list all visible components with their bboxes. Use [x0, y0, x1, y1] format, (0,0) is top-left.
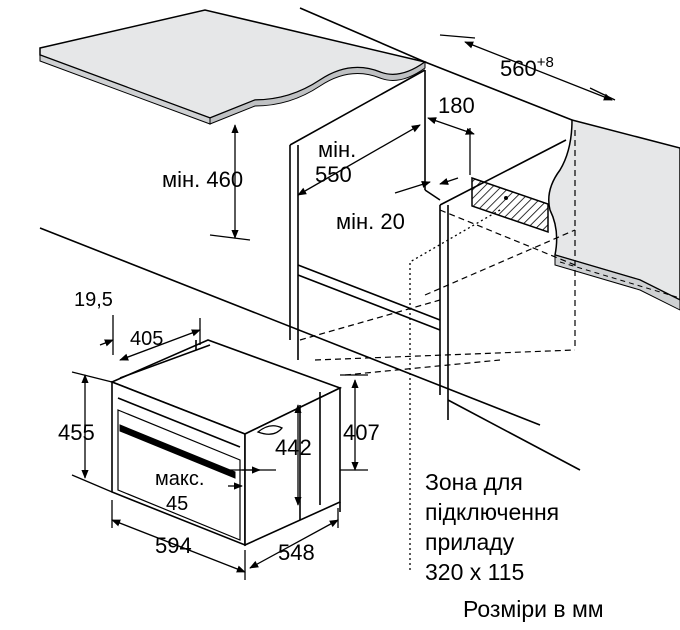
appliance-total-height-label: 455 — [58, 420, 95, 445]
connection-zone-line4: 320 x 115 — [425, 559, 524, 585]
right-worktop — [548, 119, 680, 311]
left-worktop — [39, 9, 427, 125]
front-gap-label: мін. 20 — [336, 209, 405, 234]
front-panel-offset-label: 19,5 — [74, 289, 113, 311]
appliance-body-height-label: 442 — [275, 435, 312, 460]
appliance — [109, 339, 343, 547]
appliance-depth-label: 548 — [278, 540, 315, 565]
hidden-lines — [299, 130, 576, 376]
dimension-labels: 560+8 180 мін. 460 мін. 550 мін. 20 19,5… — [58, 54, 554, 565]
worktop-depth-tolerance: +8 — [537, 54, 554, 71]
door-gap-label: макс. — [155, 468, 204, 490]
niche-height-label: мін. 460 — [162, 167, 243, 192]
connection-zone-caption: Зона для підключення приладу 320 x 115 — [425, 469, 559, 585]
worktop-depth-label: 560+8 — [500, 54, 554, 81]
appliance-width-label: 594 — [155, 533, 192, 558]
worktop-depth-value: 560 — [500, 56, 537, 81]
units-note: Розміри в мм — [463, 596, 604, 622]
appliance-side-height-label: 407 — [343, 420, 380, 445]
connection-zone-line2: підключення — [425, 499, 559, 525]
dimension-lines — [71, 34, 616, 580]
front-frame-depth-label: 405 — [130, 328, 163, 350]
connection-zone-line1: Зона для — [425, 469, 523, 495]
rear-gap-label: 180 — [438, 93, 475, 118]
niche-depth-value: 550 — [315, 162, 352, 187]
niche-depth-label: мін. — [318, 137, 356, 162]
connection-zone-box — [471, 176, 549, 234]
door-gap-value: 45 — [166, 493, 188, 515]
connection-zone-line3: приладу — [425, 529, 515, 555]
